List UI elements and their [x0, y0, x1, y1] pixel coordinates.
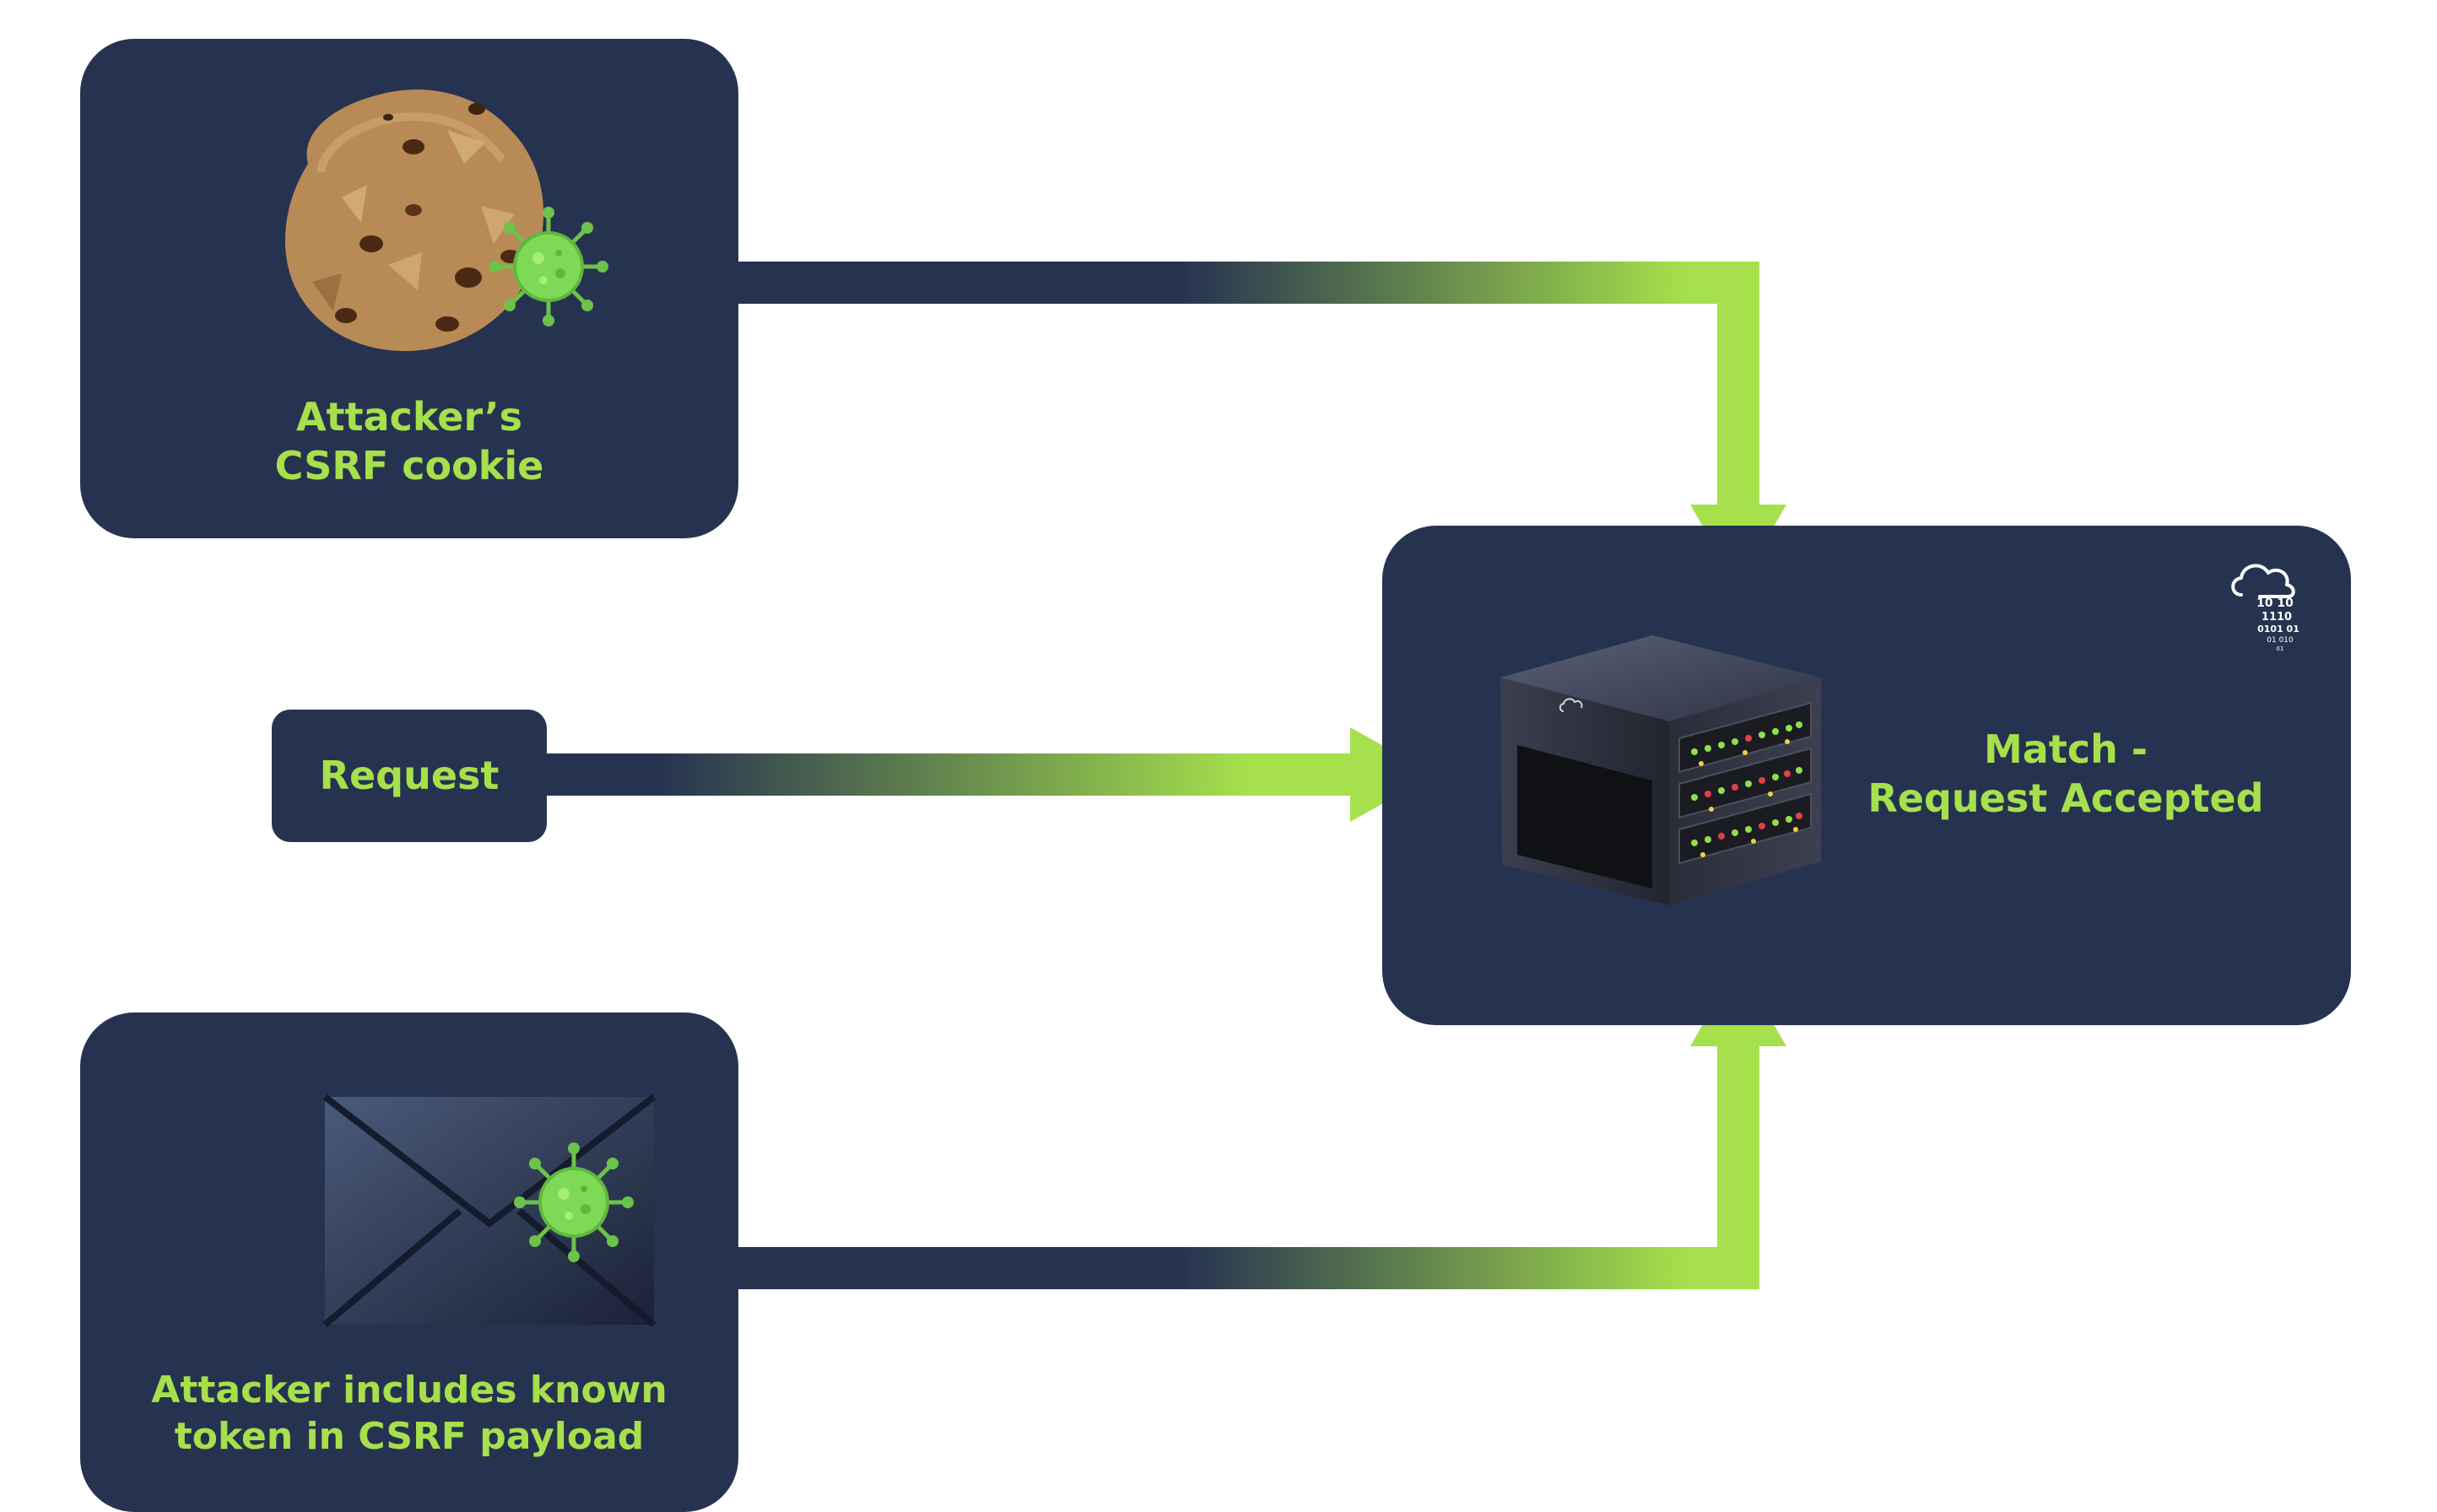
cookie-with-virus-icon: [284, 89, 608, 352]
svg-text:1110: 1110: [2261, 611, 2292, 624]
svg-text:0101 01: 0101 01: [2257, 624, 2299, 634]
cookie-label: Attacker’s CSRF cookie: [80, 393, 738, 490]
server-label-line1: Match -: [1984, 726, 2148, 772]
envelope-with-virus-icon: [322, 1094, 657, 1328]
request-panel: Request: [272, 710, 547, 842]
cookie-label-line2: CSRF cookie: [274, 442, 544, 489]
cloud-binary-icon: 10 10 1110 0101 01 01 010 01: [2231, 564, 2299, 652]
payload-label-line1: Attacker includes known: [151, 1369, 667, 1412]
edge-request-to-server: [540, 727, 1435, 822]
server-panel: 10 10 1110 0101 01 01 010 01: [1382, 526, 2351, 1025]
svg-text:10 10: 10 10: [2256, 597, 2294, 610]
payload-label: Attacker includes known token in CSRF pa…: [80, 1367, 738, 1460]
server-label: Match - Request Accepted: [1855, 726, 2277, 823]
edge-cookie-to-server: [734, 262, 1786, 588]
cookie-panel: Attacker’s CSRF cookie: [80, 39, 738, 538]
server-label-line2: Request Accepted: [1867, 775, 2264, 821]
request-label: Request: [319, 753, 500, 798]
payload-panel: Attacker includes known token in CSRF pa…: [80, 1012, 738, 1512]
edge-payload-to-server: [734, 963, 1786, 1289]
payload-label-line2: token in CSRF payload: [174, 1415, 645, 1458]
svg-text:01 010: 01 010: [2267, 636, 2294, 645]
cookie-label-line1: Attacker’s: [296, 394, 522, 440]
server-icon: [1500, 635, 1821, 905]
svg-text:01: 01: [2277, 645, 2284, 652]
